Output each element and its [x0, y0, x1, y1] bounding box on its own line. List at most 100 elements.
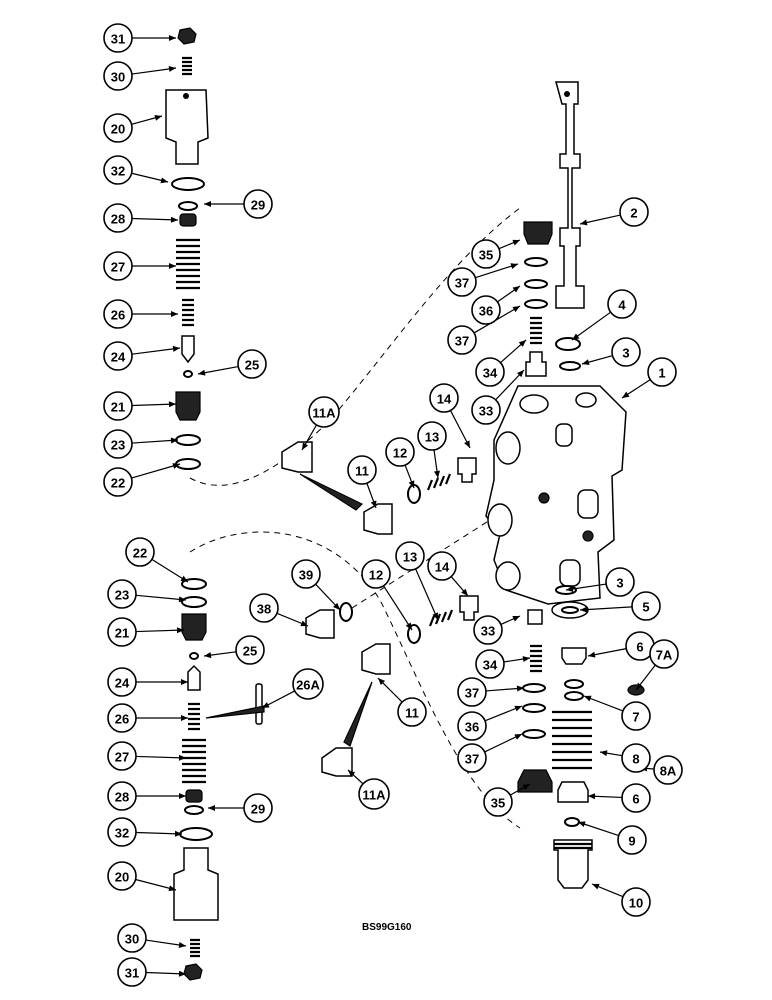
callout-circle [475, 357, 505, 387]
leader-line-9 [577, 821, 619, 837]
callout-33: 33 [473, 615, 503, 645]
part-26A-pointer [205, 705, 265, 719]
callout-number: 7 [632, 710, 639, 725]
callout-circle [471, 395, 501, 425]
callout-33: 33 [471, 395, 501, 425]
callout-number: 10 [629, 896, 643, 911]
part-sleeve-21 [175, 391, 201, 421]
leader-arrow-11A [348, 770, 356, 777]
leader-line-14 [449, 410, 471, 449]
part-housing-20 [165, 89, 209, 165]
callout-number: 34 [483, 658, 498, 673]
callout-circle [308, 396, 340, 428]
part-plug-11-lower [361, 643, 391, 675]
callout-number: 39 [299, 568, 313, 583]
callout-24: 24 [103, 341, 133, 371]
leader-arrow-12 [405, 622, 412, 630]
callout-number: 11A [362, 788, 386, 803]
callout-number: 28 [115, 790, 129, 805]
callout-number: 29 [251, 802, 265, 817]
leader-arrow-11 [370, 500, 377, 508]
part-spring-27 [176, 238, 200, 290]
part-spring-27-lower [182, 738, 206, 784]
part-ring-4 [555, 337, 581, 351]
callout-circle [107, 861, 137, 891]
callout-31: 31 [103, 23, 133, 53]
callout-circle [103, 391, 133, 421]
callout-21: 21 [107, 617, 137, 647]
callout-27: 27 [107, 741, 137, 771]
leader-arrow-24 [181, 679, 188, 685]
callout-14: 14 [429, 383, 459, 413]
part-body-port-top2 [575, 392, 597, 408]
part-washer-5-inner [561, 606, 579, 614]
callout-number: 36 [479, 304, 493, 319]
callout-circle [291, 559, 321, 589]
callout-number: 28 [111, 212, 125, 227]
part-ball-25-lower [189, 652, 199, 660]
plugs-and-checks [281, 441, 479, 777]
leader-arrow-27 [178, 754, 186, 761]
leader-arrow-4 [572, 333, 580, 340]
part-ring-36-lower [522, 703, 546, 713]
leader-line-27 [135, 755, 187, 759]
callout-number: 26 [111, 308, 125, 323]
callout-12: 12 [361, 559, 391, 589]
callout-number: 21 [115, 626, 129, 641]
callout-number: 32 [115, 826, 129, 841]
part-housing-20-lower [173, 847, 219, 921]
part-spring-34-lower [530, 644, 542, 673]
callout-number: 13 [403, 550, 417, 565]
callout-39: 39 [291, 559, 321, 589]
callout-circle [653, 755, 683, 785]
callout-circle [447, 267, 477, 297]
part-cap-6-lower [557, 781, 589, 803]
leader-arrow-35 [522, 784, 530, 791]
leader-arrow-21 [168, 401, 176, 408]
callout-circle [103, 61, 133, 91]
callout-circle [292, 668, 324, 700]
callout-number: 13 [425, 430, 439, 445]
leader-arrow-9 [578, 821, 586, 828]
callout-circle [473, 615, 503, 645]
callout-number: 23 [111, 438, 125, 453]
callout-10: 10 [621, 887, 651, 917]
callout-22: 22 [103, 467, 133, 497]
leader-arrow-11 [378, 678, 386, 686]
part-body-port-top [519, 394, 549, 414]
leader-arrow-6 [588, 793, 596, 800]
callout-35: 35 [471, 239, 501, 269]
callout-8: 8 [621, 743, 651, 773]
callout-25: 25 [235, 635, 265, 665]
callout-number: 4 [618, 298, 626, 313]
callout-circle [125, 537, 155, 567]
callout-30: 30 [103, 61, 133, 91]
callout-number: 37 [455, 276, 469, 291]
leader-arrow-30 [178, 942, 186, 948]
leader-arrow-21 [176, 627, 184, 634]
callout-circle [611, 337, 641, 367]
callout-26: 26 [107, 703, 137, 733]
callout-12: 12 [385, 437, 415, 467]
callout-circle [107, 741, 137, 771]
callout-28: 28 [103, 203, 133, 233]
part-check-33-upper [525, 351, 547, 377]
callout-number: 8 [632, 752, 639, 767]
callout-circle [427, 551, 457, 581]
leader-arrow-33 [512, 616, 520, 622]
callout-circle [649, 639, 679, 669]
leader-line-13 [415, 568, 439, 621]
part-plug-11A-lower [321, 747, 353, 777]
callout-number: 35 [491, 796, 505, 811]
callout-35: 35 [483, 787, 513, 817]
callout-36: 36 [471, 295, 501, 325]
callout-8A: 8A [653, 755, 683, 785]
leader-arrow-37 [516, 685, 524, 692]
part-body-window2 [577, 489, 599, 519]
callout-number: 12 [393, 446, 407, 461]
part-ring-9 [564, 817, 580, 827]
callout-29: 29 [243, 793, 273, 823]
callout-number: 27 [111, 260, 125, 275]
leader-arrow-14 [461, 588, 468, 596]
part-cap-10 [553, 839, 593, 889]
